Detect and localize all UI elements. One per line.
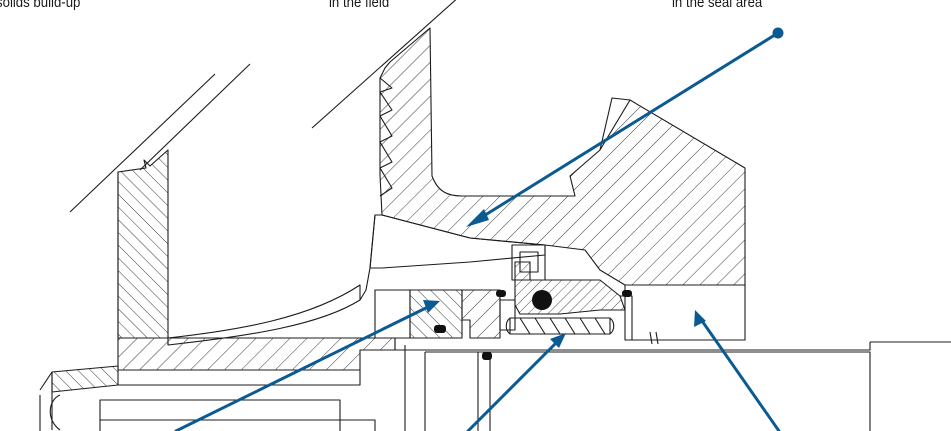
arrowhead — [550, 333, 566, 348]
break-line — [69, 73, 216, 213]
nut-chamfer — [39, 394, 61, 431]
callout-dot — [772, 27, 784, 39]
arrowhead — [694, 310, 706, 327]
eye-contour — [359, 214, 376, 301]
impeller-shroud — [167, 284, 361, 346]
o-ring-seat — [434, 325, 446, 333]
shaft-lower — [118, 369, 361, 386]
o-ring-small — [496, 290, 506, 297]
label-solids-buildup: solids build-up — [0, 0, 81, 11]
shaft-top — [394, 338, 871, 351]
set-screw — [519, 251, 539, 273]
arrowhead — [423, 300, 440, 313]
o-ring-gland — [622, 290, 632, 297]
break-line — [311, 0, 457, 129]
drive-collar — [511, 244, 546, 281]
lower-bore — [200, 419, 376, 431]
casing-wall — [117, 149, 169, 339]
spring-coils — [519, 317, 606, 335]
nut-edge — [39, 371, 53, 430]
keyway — [477, 352, 491, 431]
nut-section — [51, 365, 119, 393]
pin — [649, 331, 659, 345]
o-ring-shaft — [482, 352, 492, 360]
callout-arrow-seal-face — [174, 303, 434, 431]
shaft-outer — [425, 351, 871, 431]
labyrinth-teeth — [379, 77, 393, 197]
callout-arrow-seal-area — [472, 31, 780, 224]
o-ring-main — [532, 290, 552, 310]
impeller-body — [379, 27, 746, 286]
label-in-the-field: in the field — [329, 0, 390, 11]
impeller-notch — [599, 97, 631, 151]
break-line — [139, 63, 251, 171]
seal-retainer — [499, 299, 516, 331]
spring-ends — [505, 317, 615, 335]
callout-arrow-spring — [466, 337, 562, 431]
callout-arrow-gland — [698, 316, 781, 431]
gland-plate — [624, 284, 746, 341]
label-in-the-seal-area: in the seal area — [672, 0, 763, 11]
rotating-seal-face — [461, 289, 501, 339]
seal-gland — [374, 289, 411, 339]
arrowhead — [466, 209, 489, 227]
shaft-body-edge — [99, 420, 341, 431]
